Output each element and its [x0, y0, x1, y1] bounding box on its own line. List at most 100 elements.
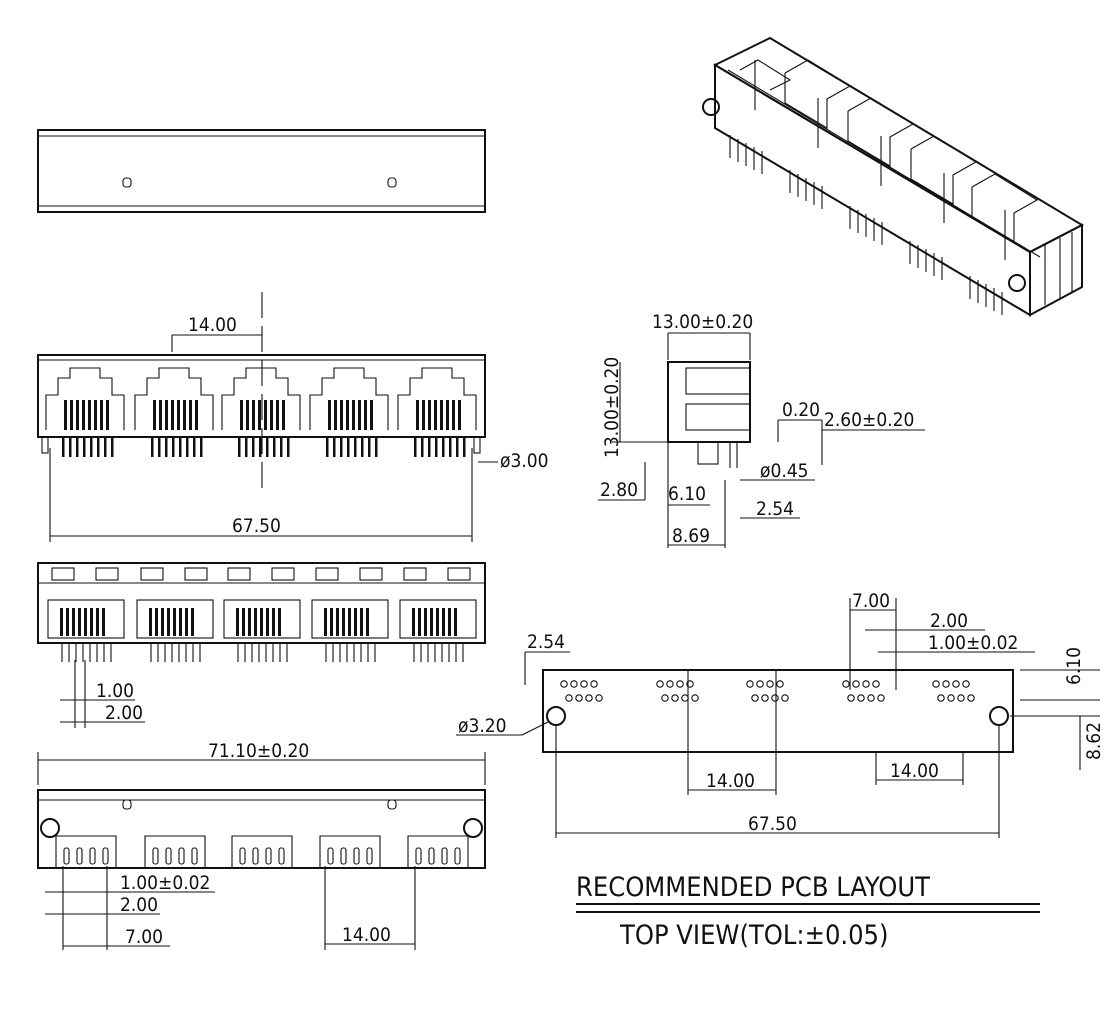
bottom-pin — [178, 847, 185, 865]
rear-contact — [278, 608, 281, 636]
contact-pin — [352, 400, 355, 430]
pcb-hole — [776, 680, 784, 688]
solder-pin — [326, 437, 329, 457]
bottom-port — [319, 835, 381, 868]
solder-pin — [83, 437, 86, 457]
dim-pin-thickness: 0.20 — [782, 399, 820, 421]
rear-contact — [260, 608, 263, 636]
rear-contact — [366, 608, 369, 636]
contact-pin — [340, 400, 343, 430]
contact-pin — [165, 400, 168, 430]
pcb-hole — [862, 680, 870, 688]
contact-pin — [428, 400, 431, 430]
pcb-hole — [761, 694, 769, 702]
layout-title: RECOMMENDED PCB LAYOUT — [576, 872, 930, 903]
front-port — [45, 367, 125, 457]
solder-pin — [245, 437, 248, 457]
solder-pin — [435, 437, 438, 457]
rear-contact — [324, 608, 327, 636]
solder-pin — [428, 437, 431, 457]
pcb-hole — [681, 694, 689, 702]
contact-pin — [171, 400, 174, 430]
pcb-dim-edge: 6.10 — [1063, 647, 1085, 685]
contact-pin — [183, 400, 186, 430]
solder-pin — [361, 437, 364, 457]
contact-pin — [64, 400, 67, 430]
contact-pin — [446, 400, 449, 430]
rear-housing — [47, 599, 125, 639]
rear-view: 1.00 2.00 — [37, 562, 486, 728]
contact-pin — [346, 400, 349, 430]
pcb-hole — [661, 694, 669, 702]
solder-pin — [421, 437, 424, 457]
latch-slot — [359, 567, 383, 581]
front-port — [309, 367, 389, 457]
pcb-hole — [957, 694, 965, 702]
solder-pin — [104, 437, 107, 457]
pcb-hole — [746, 680, 754, 688]
rear-contact — [360, 608, 363, 636]
solder-pin — [259, 437, 262, 457]
bottom-pin — [278, 847, 285, 865]
rear-contact — [430, 608, 433, 636]
solder-pin — [69, 437, 72, 457]
jack-outline — [397, 367, 477, 430]
dim-rear-row-pitch: 2.00 — [105, 702, 143, 724]
contact-pin — [106, 400, 109, 430]
contact-pin — [282, 400, 285, 430]
solder-pin — [252, 437, 255, 457]
solder-pin — [165, 437, 168, 457]
pcb-hole — [575, 694, 583, 702]
pcb-hole — [932, 680, 940, 688]
contact-pin — [76, 400, 79, 430]
contact-pin — [258, 400, 261, 430]
rear-contact — [330, 608, 333, 636]
pcb-hole — [751, 694, 759, 702]
contact-pin — [177, 400, 180, 430]
isometric-view — [702, 36, 1085, 317]
solder-pin — [333, 437, 336, 457]
front-port — [134, 367, 214, 457]
contact-pin — [328, 400, 331, 430]
solder-pin — [193, 437, 196, 457]
pcb-hole — [656, 680, 664, 688]
solder-pin — [347, 437, 350, 457]
bottom-pin — [415, 847, 422, 865]
dim-bottom-width: 71.10±0.20 — [208, 740, 309, 762]
pcb-hole — [852, 680, 860, 688]
rear-port — [399, 567, 477, 662]
pcb-hole — [847, 694, 855, 702]
solder-pin — [375, 437, 378, 457]
bottom-slot — [407, 835, 469, 868]
solder-pin — [158, 437, 161, 457]
contact-pin — [370, 400, 373, 430]
contact-pin — [189, 400, 192, 430]
bottom-pin — [265, 847, 272, 865]
solder-pin — [340, 437, 343, 457]
bottom-pin — [63, 847, 70, 865]
solder-pin — [266, 437, 269, 457]
contact-pin — [252, 400, 255, 430]
bottom-pin — [102, 847, 109, 865]
rear-contact — [236, 608, 239, 636]
pcb-hole — [867, 694, 875, 702]
rear-contact — [454, 608, 457, 636]
rear-contact — [436, 608, 439, 636]
solder-pin — [368, 437, 371, 457]
pcb-hole — [967, 694, 975, 702]
rear-housing — [223, 599, 301, 639]
rear-contact — [418, 608, 421, 636]
rear-contact — [66, 608, 69, 636]
rear-contact — [185, 608, 188, 636]
jack-outline — [221, 367, 301, 430]
pcb-hole — [565, 694, 573, 702]
pcb-hole — [877, 694, 885, 702]
pcb-hole — [686, 680, 694, 688]
dim-side-height: 13.00±0.20 — [601, 357, 623, 458]
contact-pin — [195, 400, 198, 430]
latch-slot — [315, 567, 339, 581]
pcb-hole — [766, 680, 774, 688]
dim-row-pitch: 2.54 — [756, 498, 794, 520]
contact-pin — [334, 400, 337, 430]
solder-pin — [151, 437, 154, 457]
